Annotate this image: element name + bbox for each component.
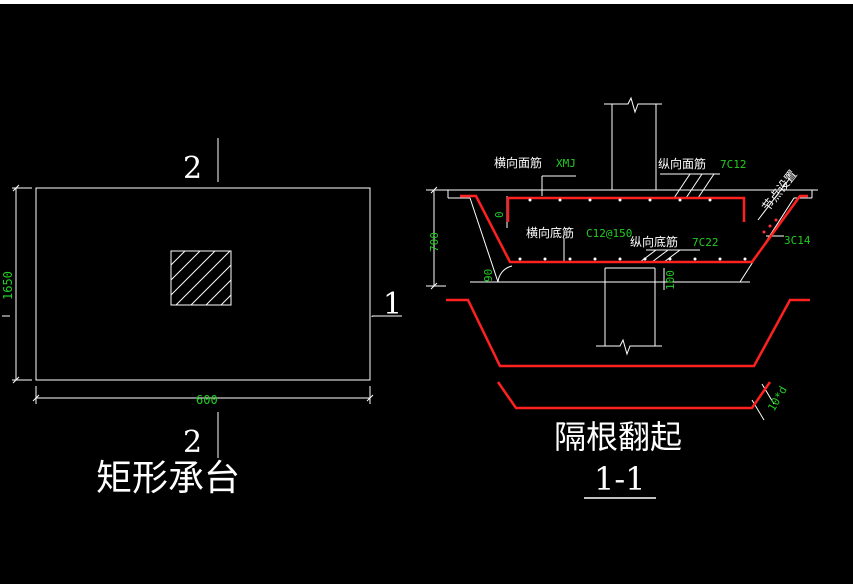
column-break-bottom <box>596 338 662 356</box>
label-bottom-longitudinal-spec: 7C22 <box>692 236 719 249</box>
width-dimension <box>32 386 374 404</box>
cap-outline <box>35 187 371 381</box>
section-mark-top: 2 <box>183 151 202 186</box>
section-view <box>426 96 818 421</box>
dim-cover-label: 0 <box>493 211 506 218</box>
label-bottom-transverse: 横向底筋 <box>526 225 574 240</box>
column-break-top <box>604 96 662 114</box>
label-bottom-longitudinal: 纵向底筋 <box>630 234 678 249</box>
label-top-longitudinal: 纵向面筋 <box>658 156 706 171</box>
top-rebar <box>506 196 746 222</box>
bent-rebar-1 <box>446 298 810 368</box>
label-side-bars: 3C14 <box>784 234 811 247</box>
label-top-longitudinal-spec: 7C12 <box>720 158 747 171</box>
plan-title: 矩形承台 <box>96 458 240 499</box>
label-top-transverse: 横向面筋 <box>494 155 542 170</box>
bottom-rebar <box>460 194 808 264</box>
label-bottom-transverse-spec: C12@150 <box>586 227 632 240</box>
section-title: 隔根翻起 <box>554 418 682 456</box>
height-dimension <box>426 186 446 290</box>
dim-height-label: 700 <box>428 232 441 252</box>
rebar <box>446 194 810 410</box>
section-mark-bottom: 2 <box>183 425 202 460</box>
side-bar-dots <box>762 218 778 234</box>
rebar-dots <box>518 198 747 261</box>
dim-hook-label: 10*d <box>765 384 790 413</box>
dim-height-label: 1650 <box>1 271 15 300</box>
plan-view <box>2 138 402 458</box>
column-section <box>170 250 232 306</box>
section-mark-right: 1 <box>383 287 402 322</box>
column-hatch <box>170 250 232 306</box>
label-top-transverse-spec: XMJ <box>556 157 576 170</box>
label-node: 节点设置 <box>759 167 800 213</box>
height-dimension <box>12 184 32 384</box>
dim-angle-label: 90 <box>482 269 495 282</box>
bent-rebar-2 <box>496 381 772 410</box>
dim-pedestal-label: 100 <box>664 270 677 290</box>
angle-arc <box>497 265 513 283</box>
dim-width-label: 600 <box>196 393 218 407</box>
top-edge <box>0 0 853 4</box>
section-label: 1-1 <box>594 460 646 498</box>
